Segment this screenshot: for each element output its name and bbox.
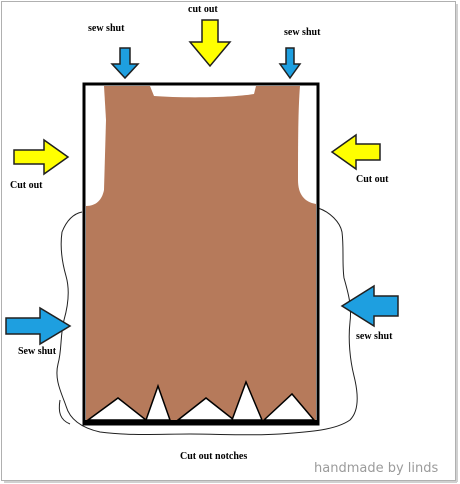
yellow-arrow-icon (188, 19, 232, 68)
label-cut-out-notches: Cut out notches (180, 451, 248, 462)
label-cut-out-right: Cut out (356, 174, 389, 185)
blue-arrow-icon (340, 284, 399, 328)
notch-2 (144, 383, 172, 421)
blue-arrow-icon (5, 306, 72, 346)
label-sew-shut-top-right: sew shut (284, 27, 321, 38)
notch-3 (175, 397, 237, 421)
label-cut-out-top: cut out (188, 4, 218, 15)
cutout-right (298, 86, 316, 204)
notch-5 (262, 392, 316, 421)
label-cut-out-left: Cut out (10, 180, 43, 191)
label-sew-shut-left: Sew shut (18, 346, 57, 357)
yellow-arrow-icon (13, 138, 70, 176)
cutout-left (86, 86, 106, 206)
label-sew-shut-top-left: sew shut (88, 23, 125, 34)
seam-allowance-outline (56, 207, 358, 436)
cutout-top (150, 86, 256, 98)
notch-1 (85, 397, 149, 421)
notch-4 (230, 379, 264, 421)
watermark: handmade by linds (314, 461, 439, 476)
seam-allowance-tail (58, 399, 71, 425)
blue-arrow-icon (278, 47, 302, 80)
yellow-arrow-icon (330, 133, 381, 171)
fabric-body (86, 86, 316, 422)
blue-arrow-icon (110, 47, 140, 80)
label-sew-shut-right: sew shut (356, 331, 393, 342)
